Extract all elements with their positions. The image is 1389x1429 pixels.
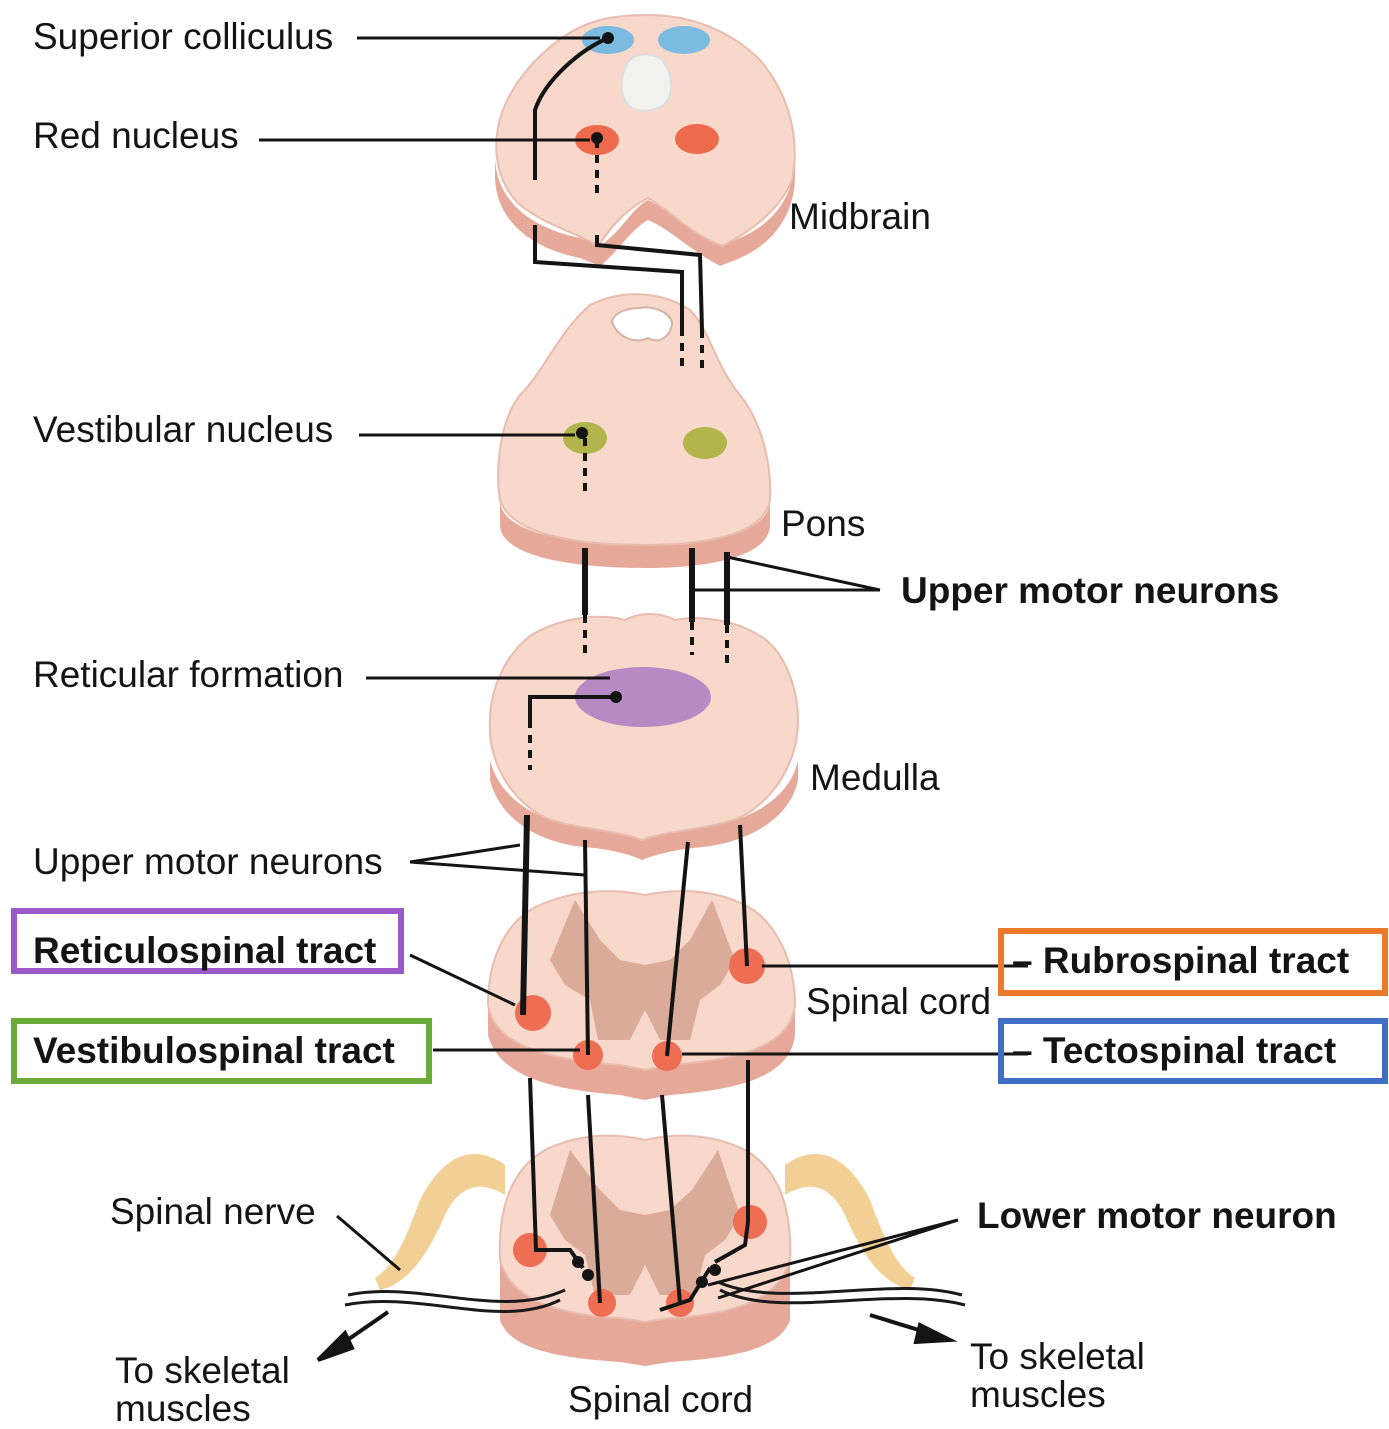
tectospinal-tract-label: – Tectospinal tract [1012, 1032, 1336, 1069]
pons-section [498, 294, 770, 568]
superior-colliculus-label: Superior colliculus [33, 18, 333, 55]
rubrospinal-tract-label: – Rubrospinal tract [1012, 942, 1349, 979]
lower-cord-spot-center-left [588, 1289, 616, 1317]
upper-motor-neurons-label: Upper motor neurons [33, 843, 383, 880]
vestibular-nucleus-right [683, 427, 727, 459]
medulla-section [490, 614, 798, 860]
cerebral-aqueduct [622, 55, 672, 111]
pons-label: Pons [781, 505, 865, 542]
to-skeletal-right-line2: muscles [970, 1376, 1106, 1413]
fourth-ventricle [612, 308, 672, 341]
spinal-cord-mid-label: Spinal cord [806, 983, 991, 1020]
medulla-top [490, 614, 798, 840]
spinal-nerve-left [375, 1154, 505, 1290]
reticulospinal-tract-label: Reticulospinal tract [33, 932, 376, 969]
upper-motor-neurons-bold-label: Upper motor neurons [901, 572, 1279, 609]
superior-colliculus-right [658, 26, 710, 54]
spinal-cord-bottom-label: Spinal cord [568, 1381, 753, 1418]
to-skeletal-left-line2: muscles [115, 1390, 251, 1427]
midbrain-label: Midbrain [789, 198, 931, 235]
red-nucleus-label: Red nucleus [33, 117, 239, 154]
medulla-label: Medulla [810, 759, 940, 796]
vestibulospinal-tract-label: Vestibulospinal tract [33, 1032, 395, 1069]
to-skeletal-right-line1: To skeletal [970, 1338, 1145, 1375]
spinal-nerve-label: Spinal nerve [110, 1193, 316, 1230]
red-nucleus-right [675, 124, 719, 154]
lower-motor-neuron-label: Lower motor neuron [977, 1197, 1337, 1234]
reticular-formation-label: Reticular formation [33, 656, 344, 693]
to-skeletal-left-line1: To skeletal [115, 1352, 290, 1389]
vestibular-nucleus-label: Vestibular nucleus [33, 411, 333, 448]
spinal-cord-lower-section [345, 1136, 965, 1366]
